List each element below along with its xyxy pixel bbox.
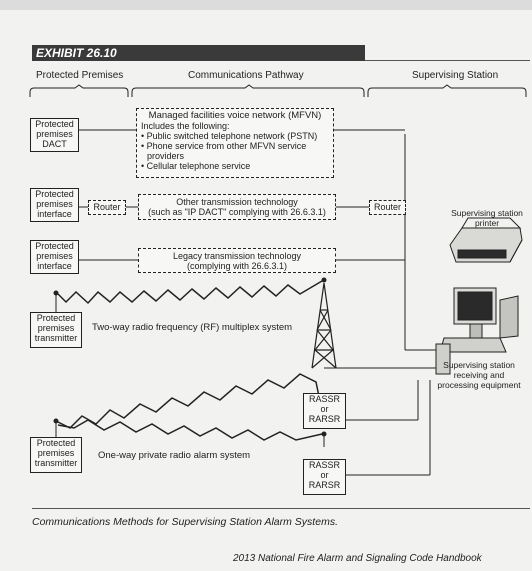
printer-illustration [449, 217, 523, 263]
rassr-1-line-3: RARSR [308, 414, 341, 424]
two-way-rf-label: Two-way radio frequency (RF) multiplex s… [92, 322, 293, 333]
bracket-protected [29, 84, 129, 97]
equipment-label-line-1: Supervising station [443, 360, 515, 370]
premises-interface-box-1: Protected premises interface [30, 188, 79, 222]
premises-transmitter-1-line-1: Protected [36, 313, 76, 323]
figure-caption: Communications Methods for Supervising S… [32, 516, 338, 528]
column-label-communications-pathway: Communications Pathway [188, 70, 304, 81]
mfvn-title: Managed facilities voice network (MFVN) [148, 110, 322, 121]
rassr-2-line-3: RARSR [308, 480, 341, 490]
premises-transmitter-1-line-3: transmitter [34, 333, 78, 343]
printer-label: Supervising station printer [446, 208, 528, 228]
rassr-1-line-2: or [320, 404, 329, 414]
premises-interface-2-line-3: interface [37, 261, 72, 271]
premises-transmitter-2-line-3: transmitter [34, 458, 78, 468]
bracket-station [367, 84, 527, 97]
bracket-pathway [131, 84, 365, 97]
radio-tower [311, 282, 337, 369]
premises-transmitter-1-line-2: premises [37, 323, 75, 333]
premises-interface-1-line-1: Protected [35, 189, 74, 199]
rf-zigzag-one-way-upper [57, 373, 323, 429]
column-label-supervising-station: Supervising Station [412, 70, 499, 81]
legacy-transmission-box: Legacy transmission technology (complyin… [138, 248, 336, 273]
top-strip [0, 0, 532, 10]
mfvn-box: Managed facilities voice network (MFVN) … [136, 108, 334, 178]
page-footer: 2013 National Fire Alarm and Signaling C… [233, 553, 482, 564]
printer-label-line-1: Supervising station [451, 208, 523, 218]
premises-interface-1-line-3: interface [37, 209, 72, 219]
rassr-box-2: RASSR or RARSR [303, 459, 346, 495]
legacy-transmission-line-1: Legacy transmission technology [172, 251, 302, 261]
rassr-1-line-1: RASSR [308, 394, 340, 404]
equipment-label-line-3: processing equipment [437, 380, 521, 390]
premises-dact-line-1: Protected [35, 119, 74, 129]
premises-transmitter-2-line-2: premises [37, 448, 75, 458]
premises-interface-1-line-2: premises [36, 199, 73, 209]
computer-illustration [435, 287, 519, 375]
printer-label-line-2: printer [474, 218, 500, 228]
mfvn-item-phone-service: • Phone service from other MFVN service [141, 141, 307, 151]
premises-dact-line-2: premises [36, 129, 73, 139]
caption-rule [32, 508, 530, 509]
premises-interface-2-line-1: Protected [35, 241, 74, 251]
column-label-protected-premises: Protected Premises [36, 70, 124, 81]
other-transmission-line-2: (such as "IP DACT" complying with 26.6.3… [148, 207, 326, 217]
mfvn-intro: Includes the following: [141, 121, 230, 131]
mfvn-item-cellular: • Cellular telephone service [141, 161, 251, 171]
header-rule [365, 60, 530, 61]
rassr-2-line-1: RASSR [308, 460, 340, 470]
other-transmission-box: Other transmission technology (such as "… [138, 194, 336, 220]
equipment-label-line-2: receiving and [453, 370, 505, 380]
premises-transmitter-box-1: Protected premises transmitter [30, 312, 82, 348]
one-way-radio-label: One-way private radio alarm system [98, 450, 251, 461]
legacy-transmission-line-2: (complying with 26.6.3.1) [186, 261, 288, 271]
other-transmission-line-1: Other transmission technology [176, 197, 298, 207]
exhibit-title: EXHIBIT 26.10 [36, 46, 117, 60]
router-left: Router [88, 200, 126, 215]
premises-transmitter-2-line-1: Protected [36, 438, 76, 448]
rf-zigzag-two-way [57, 280, 323, 305]
premises-interface-box-2: Protected premises interface [30, 240, 79, 274]
premises-interface-2-line-2: premises [36, 251, 73, 261]
router-right: Router [369, 200, 406, 215]
premises-transmitter-box-2: Protected premises transmitter [30, 437, 82, 473]
equipment-label: Supervising station receiving and proces… [430, 360, 528, 390]
exhibit-header-bar [32, 45, 365, 61]
rassr-box-1: RASSR or RARSR [303, 393, 346, 429]
premises-dact-line-3: DACT [42, 139, 67, 149]
premises-dact-box: Protected premises DACT [30, 118, 79, 152]
mfvn-item-pstn: • Public switched telephone network (PST… [141, 131, 318, 141]
rassr-2-line-2: or [320, 470, 329, 480]
mfvn-item-providers: providers [147, 151, 185, 161]
rf-zigzag-one-way-lower [57, 419, 323, 441]
